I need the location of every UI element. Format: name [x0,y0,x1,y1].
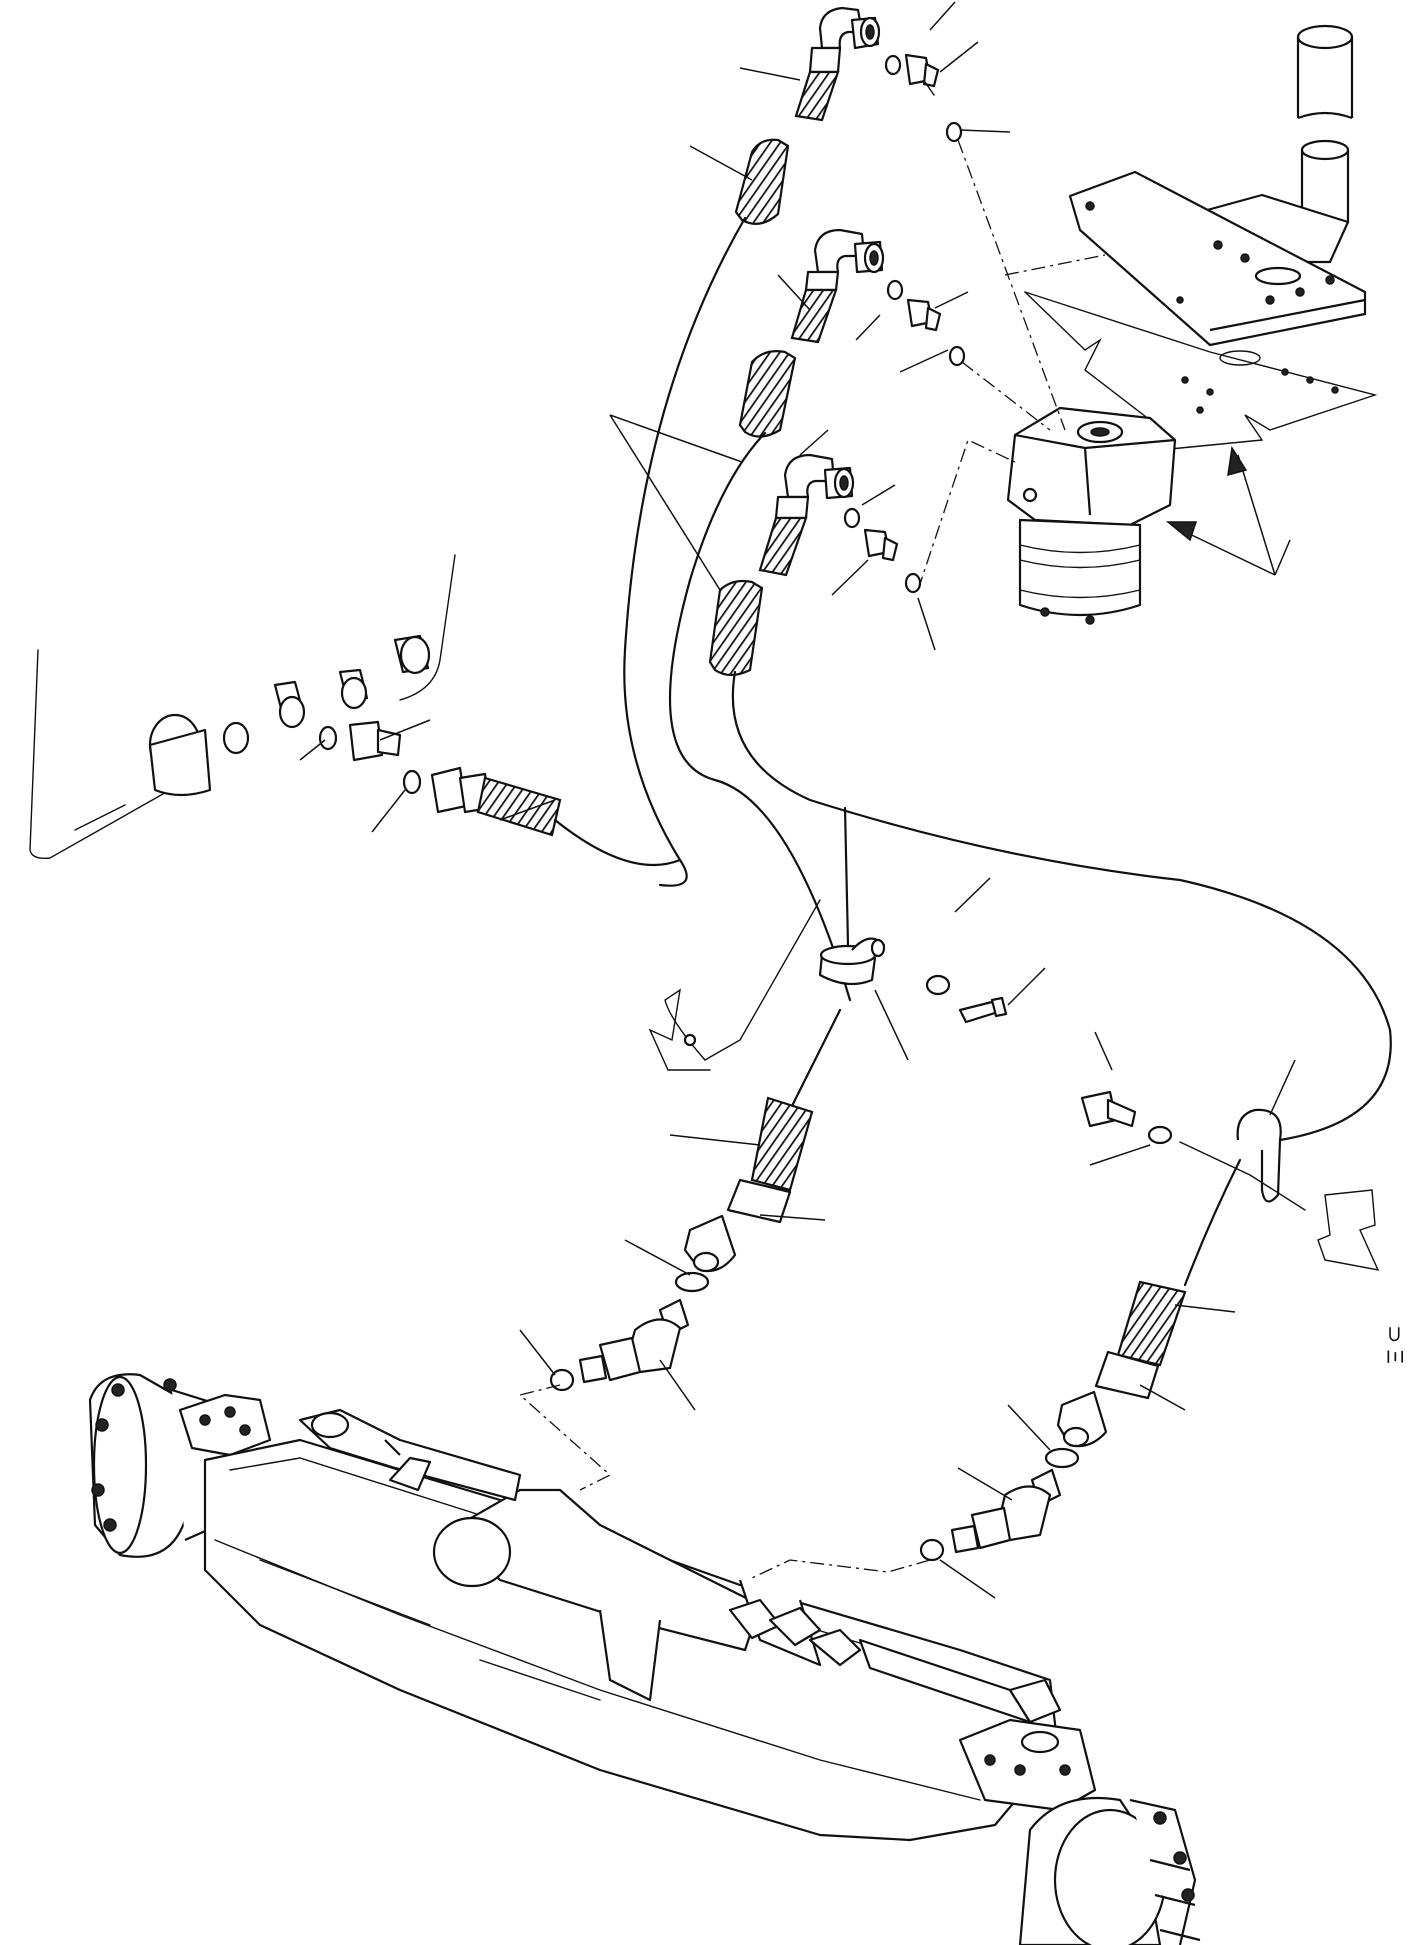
hose-end-upper-3 [708,453,855,677]
hose-clamp-centre [648,899,1008,1071]
fitting-upper-2 [886,279,966,367]
hose-end-lower-left [549,1096,814,1392]
steering-column [1068,24,1367,347]
fitting-upper-3 [843,507,922,594]
mounting-plate [1024,291,1378,451]
edge-marks: ⊃ Ξ [1383,1325,1408,1364]
centre-lines [917,139,1106,591]
hose-end-upper-2 [738,228,885,438]
axle-connection-leaders [518,1384,931,1579]
callout-arrows [1165,445,1291,576]
steering-unit [1006,406,1177,625]
label-leaders [299,1,1296,1599]
fitting-upper-1 [884,53,963,143]
front-axle [88,1373,1201,1945]
hose-end-lower-right [919,1280,1187,1562]
hose-end-upper-1 [734,6,881,225]
left-fittings [29,554,682,867]
hose-clamp-right [1080,1090,1380,1271]
hose-lines [623,216,1392,1287]
